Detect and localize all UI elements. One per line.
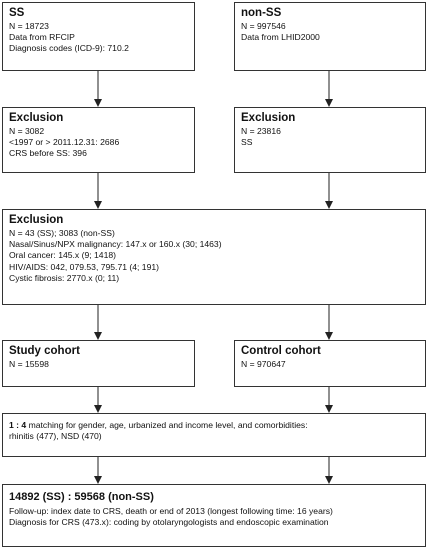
control-cohort-count: N = 970647 xyxy=(241,359,286,369)
non-ss-count: N = 997546 xyxy=(241,21,286,31)
matching-criteria-text: matching for gender, age, urbanized and … xyxy=(26,420,308,430)
exclusion-non-ss-reason: SS xyxy=(241,137,253,148)
ss-box: SS N = 18723 Data from RFCIP Diagnosis c… xyxy=(2,2,195,71)
matching-ratio: 1 : 4 xyxy=(9,420,27,430)
study-cohort-count: N = 15598 xyxy=(9,359,49,369)
final-cohort-box: 14892 (SS) : 59568 (non-SS) Follow-up: i… xyxy=(2,484,426,547)
exclusion-both-oral-cancer: Oral cancer: 145.x (9; 1418) xyxy=(9,250,116,261)
exclusion-both-box: Exclusion N = 43 (SS); 3083 (non-SS) Nas… xyxy=(2,209,426,305)
final-crs-diagnosis: Diagnosis for CRS (473.x): coding by oto… xyxy=(9,517,329,528)
exclusion-both-cystic-fibrosis: Cystic fibrosis: 2770.x (0; 11) xyxy=(9,272,120,283)
non-ss-box: non-SS N = 997546 Data from LHID2000 xyxy=(234,2,426,71)
study-cohort-box: Study cohort N = 15598 xyxy=(2,340,195,387)
final-follow-up: Follow-up: index date to CRS, death or e… xyxy=(9,506,333,516)
final-cohort-title: 14892 (SS) : 59568 (non-SS) xyxy=(9,491,154,503)
matching-criteria-line-1: 1 : 4 matching for gender, age, urbanize… xyxy=(9,420,421,431)
exclusion-both-hiv-aids: HIV/AIDS: 042, 079.53, 795.71 (4; 191) xyxy=(9,261,160,272)
exclusion-both-nasal-malignancy: Nasal/Sinus/NPX malignancy: 147.x or 160… xyxy=(9,239,222,250)
ss-source: Data from RFCIP xyxy=(9,32,75,43)
study-cohort-title: Study cohort xyxy=(9,345,80,357)
ss-title: SS xyxy=(9,7,25,19)
exclusion-both-count: N = 43 (SS); 3083 (non-SS) xyxy=(9,228,115,238)
exclusion-ss-box: Exclusion N = 3082 <1997 or > 2011.12.31… xyxy=(2,107,195,173)
exclusion-both-title: Exclusion xyxy=(9,214,64,226)
exclusion-ss-count: N = 3082 xyxy=(9,126,45,136)
exclusion-non-ss-box: Exclusion N = 23816 SS xyxy=(234,107,426,173)
exclusion-non-ss-title: Exclusion xyxy=(241,112,296,124)
exclusion-ss-crs-before: CRS before SS: 396 xyxy=(9,148,87,159)
matching-criteria-line-2: rhinitis (477), NSD (470) xyxy=(9,431,102,442)
matching-box: 1 : 4 matching for gender, age, urbanize… xyxy=(2,413,426,457)
non-ss-title: non-SS xyxy=(241,7,282,19)
ss-diagnosis-codes: Diagnosis codes (ICD-9): 710.2 xyxy=(9,43,129,54)
non-ss-source: Data from LHID2000 xyxy=(241,32,320,43)
control-cohort-title: Control cohort xyxy=(241,345,321,357)
exclusion-non-ss-count: N = 23816 xyxy=(241,126,281,136)
exclusion-ss-title: Exclusion xyxy=(9,112,64,124)
control-cohort-box: Control cohort N = 970647 xyxy=(234,340,426,387)
exclusion-ss-date-range: <1997 or > 2011.12.31: 2686 xyxy=(9,137,120,148)
ss-count: N = 18723 xyxy=(9,21,49,31)
